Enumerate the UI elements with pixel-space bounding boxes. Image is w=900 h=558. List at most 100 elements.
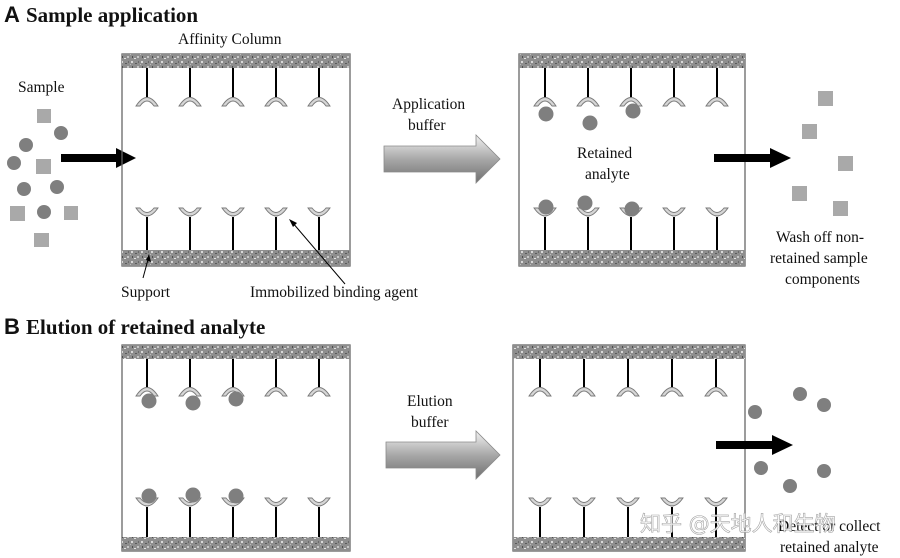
bound-analytes (141, 391, 244, 504)
column-a-before (121, 53, 351, 267)
binding-agents-top (135, 359, 331, 397)
support-label: Support (121, 284, 171, 301)
binding-agent (178, 68, 202, 107)
binding-agent-cup (221, 97, 245, 107)
non-retained-square (792, 186, 807, 201)
binding-agent (533, 68, 557, 107)
support-band-top (519, 54, 745, 68)
support-band-top (122, 54, 350, 68)
non-retained-components (792, 91, 853, 216)
binding-agent (616, 497, 640, 537)
non-retained-square (818, 91, 833, 106)
binding-agent (264, 497, 288, 537)
sample-circle (54, 126, 68, 140)
binding-agent-cup (662, 207, 686, 217)
binding-agent (705, 207, 729, 250)
binding-agent (307, 207, 331, 250)
binding-agent (307, 497, 331, 537)
detect-label-line2: retained analyte (780, 539, 879, 556)
binding-agent-cup (572, 387, 596, 397)
binding-agent (221, 207, 245, 250)
panel-a-title: Sample application (26, 3, 198, 27)
application-buffer-arrow (383, 134, 501, 184)
binding-agent-cup (616, 497, 640, 507)
binding-agent-cup (135, 97, 159, 107)
binding-agent-cup (135, 207, 159, 217)
detect-arrow (716, 435, 793, 455)
support-band-top (122, 345, 350, 359)
column-b-eluted (512, 344, 746, 552)
support-band-bottom (519, 250, 745, 266)
binding-agent (704, 497, 728, 537)
detect-label-line1: Detect or collect (778, 518, 881, 535)
binding-agent-cup (660, 387, 684, 397)
eluted-analyte-circle (748, 405, 762, 419)
binding-agent-cup (264, 387, 288, 397)
wash-arrow (714, 148, 791, 168)
elution-buffer-arrow (385, 430, 501, 480)
application-buffer-label-line1: Application (392, 96, 465, 113)
elution-buffer-label-line2: buffer (411, 414, 449, 431)
column-outline (121, 344, 351, 552)
binding-agent-cup (264, 97, 288, 107)
retained-analyte-circle (538, 106, 554, 122)
application-buffer-label-line2: buffer (408, 117, 446, 134)
sample-analytes (7, 126, 68, 219)
binding-agent (616, 359, 640, 397)
non-retained-square (838, 156, 853, 171)
binding-agent-cup (705, 97, 729, 107)
binding-agent-cup (705, 207, 729, 217)
bound-analyte-circle (185, 395, 201, 411)
eluted-analytes (748, 387, 831, 493)
binding-agent-pointer-head (289, 219, 297, 227)
binding-agent (178, 359, 202, 397)
panel-b: B Elution of retained analyte Elution bu… (4, 314, 881, 556)
sample-circle (37, 205, 51, 219)
binding-agent-cup (178, 207, 202, 217)
binding-agent-cup (704, 497, 728, 507)
binding-agent-cup (307, 97, 331, 107)
sample-circle (50, 180, 64, 194)
sample-square (37, 109, 51, 123)
binding-agent (576, 68, 600, 107)
binding-agent (221, 497, 245, 537)
binding-agents-bottom (135, 207, 331, 250)
binding-agent (662, 68, 686, 107)
binding-agent-label: Immobilized binding agent (250, 284, 419, 301)
retained-analyte-label-line2: analyte (585, 166, 630, 183)
binding-agent-cup (264, 497, 288, 507)
wash-label-line1: Wash off non- (776, 229, 864, 246)
binding-agent (307, 68, 331, 107)
binding-agent-cup (528, 387, 552, 397)
binding-agents-top (135, 68, 331, 107)
retained-analyte-circle (577, 195, 593, 211)
watermark: 知乎 @天地人和生物 (640, 512, 836, 536)
column-outline (121, 53, 351, 267)
binding-agent-cup (660, 497, 684, 507)
binding-agent (178, 207, 202, 250)
binding-agent (135, 68, 159, 107)
support-pointer-head (146, 254, 151, 262)
eluted-analyte-circle (754, 461, 768, 475)
sample-label: Sample (18, 79, 65, 96)
binding-agent-cup (178, 97, 202, 107)
binding-agent (178, 497, 202, 537)
non-retained-square (833, 201, 848, 216)
binding-agent-cup (264, 207, 288, 217)
eluted-analyte-circle (793, 387, 807, 401)
sample-square (36, 159, 51, 174)
eluted-analyte-circle (817, 464, 831, 478)
binding-agent (572, 497, 596, 537)
support-band-top (513, 345, 745, 359)
binding-agent (135, 497, 159, 537)
sample-circle (19, 138, 33, 152)
eluted-analyte-circle (783, 479, 797, 493)
wash-label-line2: retained sample (770, 250, 868, 267)
binding-agent (264, 359, 288, 397)
panel-b-letter: B (4, 314, 20, 339)
binding-agent (135, 359, 159, 397)
binding-agent (705, 68, 729, 107)
binding-agent (307, 359, 331, 397)
panel-b-title: Elution of retained analyte (26, 315, 265, 339)
